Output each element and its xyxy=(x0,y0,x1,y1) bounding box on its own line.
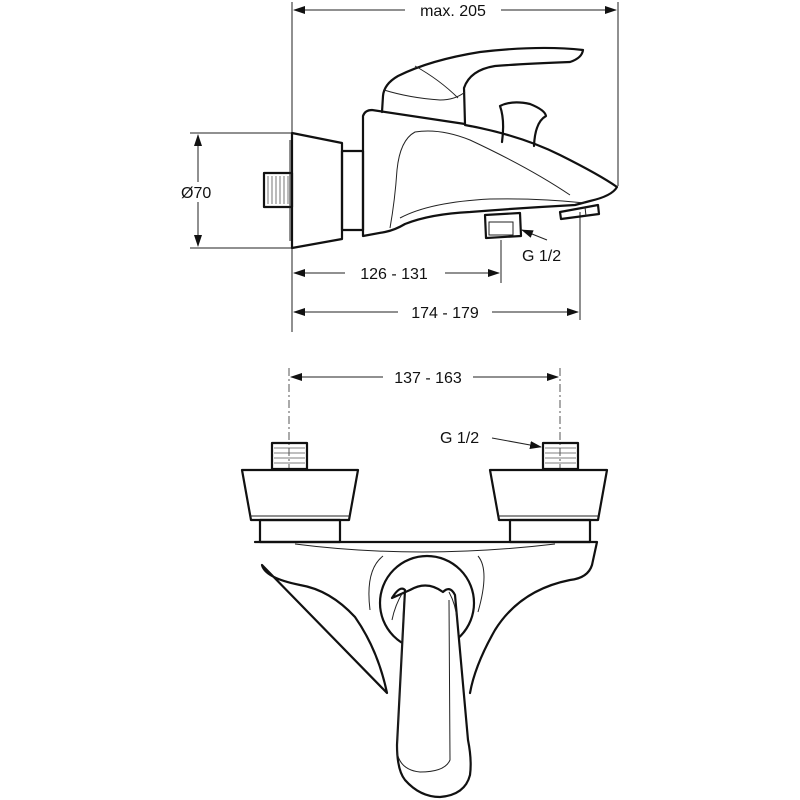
diverter-knob xyxy=(498,101,548,148)
dimension-outlet-distance: 126 - 131 xyxy=(293,262,500,284)
thread-label: G 1/2 xyxy=(440,430,479,447)
dimension-label: 174 - 179 xyxy=(411,305,479,322)
dimension-label: 137 - 163 xyxy=(394,370,462,387)
connection-thread-callout: G 1/2 xyxy=(440,430,542,449)
dimension-label: max. 205 xyxy=(420,3,486,20)
dimension-label: 126 - 131 xyxy=(360,266,428,283)
thread-left xyxy=(270,441,309,471)
dimension-connection-spacing: 137 - 163 xyxy=(290,366,559,388)
dimension-label: Ø70 xyxy=(181,185,211,202)
wall-flange xyxy=(290,131,344,250)
lever-handle xyxy=(380,46,585,126)
thread-right xyxy=(541,441,580,471)
mixer-top-outline xyxy=(240,441,609,799)
collar xyxy=(340,149,365,232)
dimension-overall-length: max. 205 xyxy=(293,0,617,20)
collar-left xyxy=(258,518,342,544)
eccentric-cover-right xyxy=(488,468,609,522)
side-view: max. 205 Ø70 126 - 131 174 - 179 G 1/2 xyxy=(180,0,619,332)
dimension-flange-diameter: Ø70 xyxy=(180,134,220,247)
dimension-spout-length: 174 - 179 xyxy=(293,301,579,323)
top-view: 137 - 163 G 1/2 xyxy=(240,366,609,799)
thread-label: G 1/2 xyxy=(522,248,561,265)
outlet-thread-callout: G 1/2 xyxy=(521,229,561,265)
hand-shower-outlet xyxy=(483,211,523,240)
mixer-side-outline xyxy=(262,46,619,250)
eccentric-cover-left xyxy=(240,468,360,522)
collar-right xyxy=(508,518,592,544)
mixer-body xyxy=(253,540,599,695)
